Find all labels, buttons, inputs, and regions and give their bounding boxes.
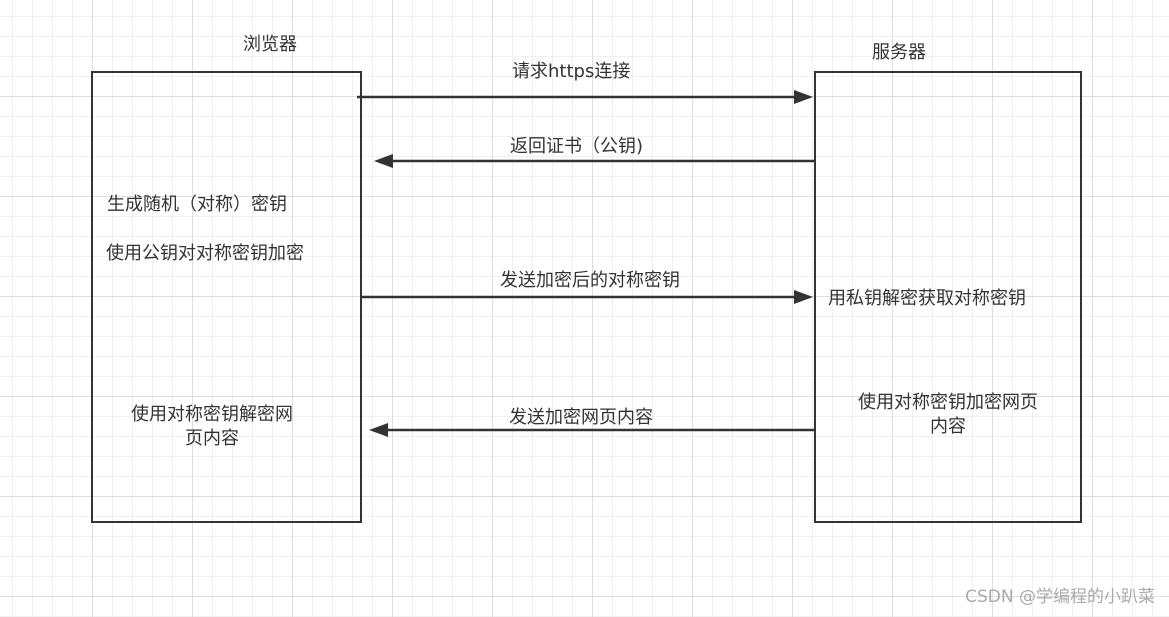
message-label-send-encrypted-key: 发送加密后的对称密钥 xyxy=(500,270,680,291)
browser-step-decrypt-page: 使用对称密钥解密网 页内容 xyxy=(114,403,310,451)
arrowhead-request-https xyxy=(794,90,813,104)
server-box xyxy=(814,71,1082,523)
server-title: 服务器 xyxy=(872,42,926,63)
watermark: CSDN @学编程的小趴菜 xyxy=(965,587,1155,607)
arrowhead-send-encrypted-page xyxy=(369,423,388,437)
browser-step-encrypt-key: 使用公钥对对称密钥加密 xyxy=(106,243,304,264)
message-label-request-https: 请求https连接 xyxy=(512,61,631,82)
browser-title: 浏览器 xyxy=(243,34,297,55)
browser-step-generate-key: 生成随机（对称）密钥 xyxy=(107,194,287,215)
browser-step-decrypt-line2: 页内容 xyxy=(185,428,239,449)
arrowhead-send-encrypted-key xyxy=(794,290,813,304)
server-step-encrypt-line1: 使用对称密钥加密网页 xyxy=(858,392,1038,413)
browser-step-decrypt-line1: 使用对称密钥解密网 xyxy=(131,404,293,425)
browser-box xyxy=(91,71,362,523)
message-label-send-encrypted-page: 发送加密网页内容 xyxy=(509,407,653,428)
server-step-decrypt-key: 用私钥解密获取对称密钥 xyxy=(828,288,1026,309)
server-step-encrypt-page: 使用对称密钥加密网页 内容 xyxy=(838,391,1058,439)
arrowhead-return-certificate xyxy=(374,154,393,168)
server-step-encrypt-line2: 内容 xyxy=(930,416,966,437)
message-label-return-certificate: 返回证书（公钥) xyxy=(510,136,644,157)
